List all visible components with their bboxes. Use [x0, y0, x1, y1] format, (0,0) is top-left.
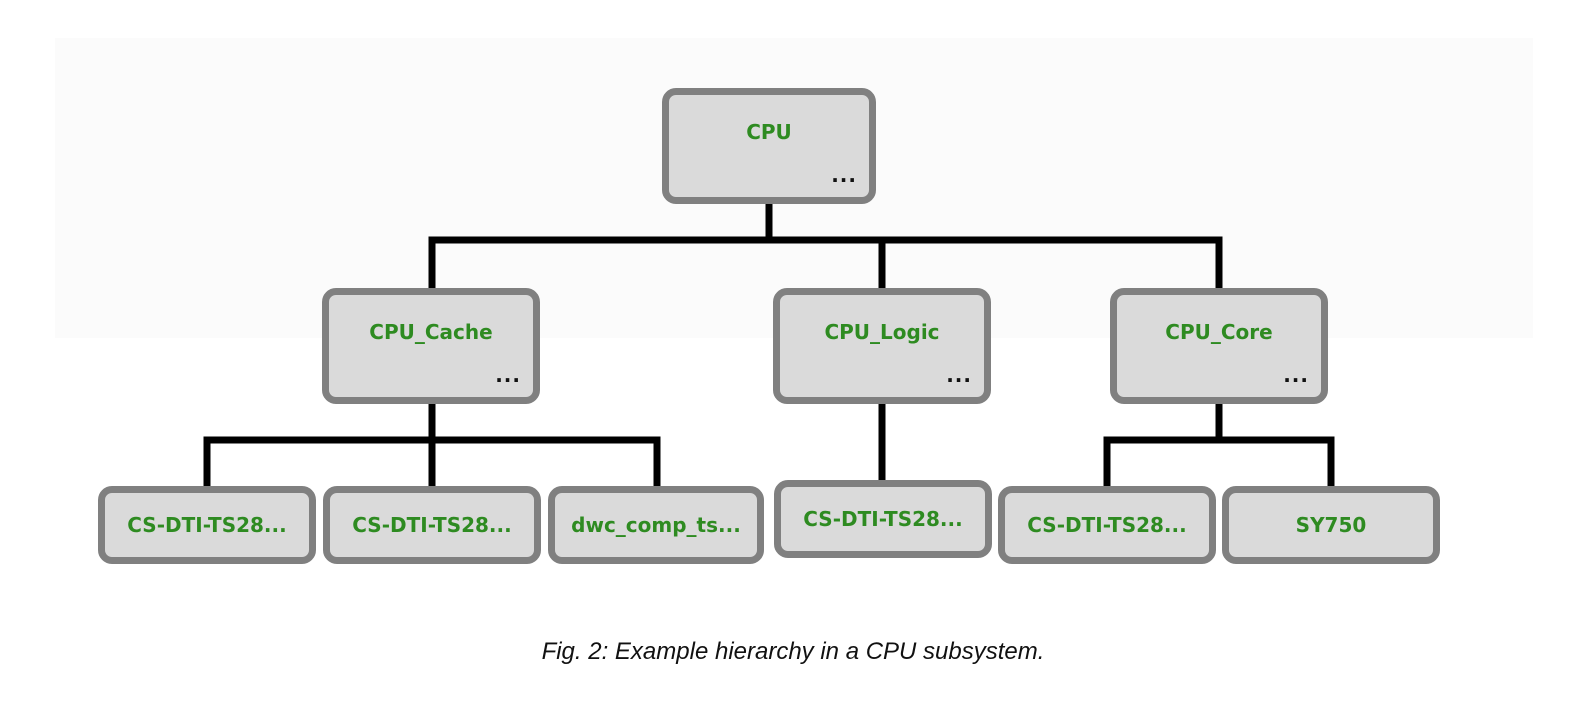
node-cpu-logic[interactable]: CPU_Logic ...	[773, 288, 991, 404]
node-cpu[interactable]: CPU ...	[662, 88, 876, 204]
node-label: CS-DTI-TS28...	[127, 513, 287, 537]
node-label: CS-DTI-TS28...	[1027, 513, 1187, 537]
node-label: CS-DTI-TS28...	[352, 513, 512, 537]
figure-caption: Fig. 2: Example hierarchy in a CPU subsy…	[541, 638, 1045, 665]
node-core-leaf-2[interactable]: SY750	[1222, 486, 1440, 564]
node-cache-leaf-2[interactable]: CS-DTI-TS28...	[323, 486, 541, 564]
node-label: CPU_Logic	[824, 320, 940, 344]
node-cache-leaf-3[interactable]: dwc_comp_ts...	[548, 486, 764, 564]
expand-ellipsis[interactable]: ...	[1283, 363, 1309, 387]
node-label: dwc_comp_ts...	[571, 513, 741, 537]
node-label: CPU	[746, 120, 792, 144]
node-label: CPU_Cache	[369, 320, 493, 344]
node-label: SY750	[1295, 513, 1367, 537]
expand-ellipsis[interactable]: ...	[831, 163, 857, 187]
node-cpu-core[interactable]: CPU_Core ...	[1110, 288, 1328, 404]
node-cpu-cache[interactable]: CPU_Cache ...	[322, 288, 540, 404]
node-core-leaf-1[interactable]: CS-DTI-TS28...	[998, 486, 1216, 564]
node-label: CS-DTI-TS28...	[803, 507, 963, 531]
expand-ellipsis[interactable]: ...	[495, 363, 521, 387]
node-logic-leaf-1[interactable]: CS-DTI-TS28...	[774, 480, 992, 558]
node-cache-leaf-1[interactable]: CS-DTI-TS28...	[98, 486, 316, 564]
expand-ellipsis[interactable]: ...	[946, 363, 972, 387]
node-label: CPU_Core	[1165, 320, 1273, 344]
